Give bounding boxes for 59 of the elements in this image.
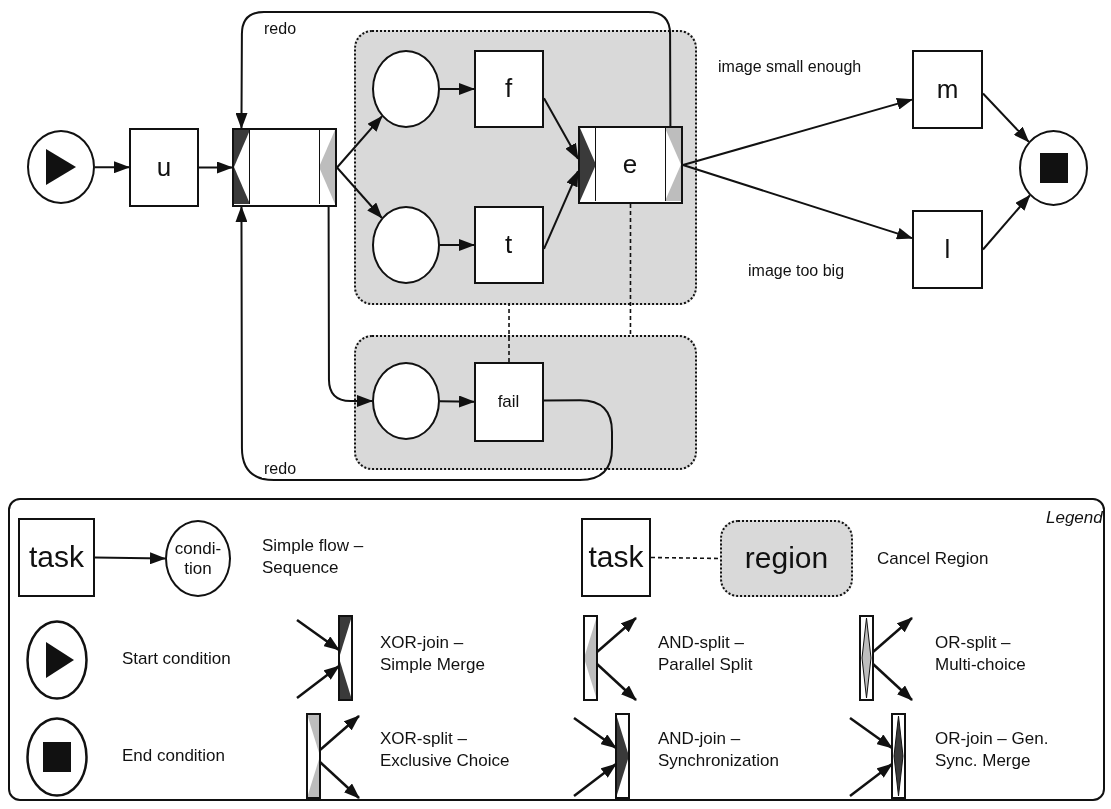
task-label: task <box>588 540 644 575</box>
task-label: e <box>622 149 638 180</box>
arrow <box>235 11 672 129</box>
arrow <box>336 115 383 169</box>
legend-text: XOR-join – Simple Merge <box>380 632 486 677</box>
legend-text: Cancel Region <box>877 548 990 570</box>
cancel-link <box>650 556 721 560</box>
task-box <box>577 125 683 204</box>
task-label: region <box>744 541 829 576</box>
task-box <box>473 361 544 442</box>
arrow <box>543 170 579 250</box>
arrow <box>543 97 579 160</box>
task-box <box>232 128 337 207</box>
cancel-link <box>508 304 510 363</box>
cancel-region <box>720 520 853 597</box>
arrow <box>439 239 475 251</box>
cancel-region <box>354 30 697 305</box>
legend-text: Start condition <box>122 648 232 670</box>
task-label: t <box>504 229 513 260</box>
arrow <box>336 166 383 219</box>
task-box <box>473 205 544 284</box>
arrow <box>94 161 130 174</box>
arrow <box>982 194 1031 251</box>
task-label: fail <box>497 391 520 412</box>
cancel-region <box>354 335 697 470</box>
legend-text: Simple flow – Sequence <box>262 535 365 580</box>
edge-label: image small enough <box>716 58 864 76</box>
task-label: u <box>156 152 172 183</box>
task-label: m <box>936 74 959 105</box>
task-box <box>129 128 199 207</box>
legend-text: OR-join – Gen. Sync. Merge <box>935 728 1050 773</box>
legend-text: XOR-split – Exclusive Choice <box>380 728 511 773</box>
legend-title: Legend <box>1046 508 1103 528</box>
arrow <box>682 98 913 166</box>
task-label: task <box>29 540 84 575</box>
legend-text: AND-join – Synchronization <box>658 728 780 773</box>
cancel-link <box>629 203 632 336</box>
task-box <box>473 49 544 128</box>
arrow <box>682 164 913 240</box>
legend-text: AND-split – Parallel Split <box>658 632 754 677</box>
task-label: f <box>504 73 513 104</box>
task-box <box>581 518 651 597</box>
legend-text: OR-split – Multi-choice <box>935 632 1027 677</box>
arrow <box>439 395 475 408</box>
task-label: condi- tion <box>173 538 223 579</box>
task-box <box>912 210 983 289</box>
arrow <box>982 92 1030 143</box>
end-condition <box>1019 130 1088 206</box>
edge-label: redo <box>262 460 299 478</box>
arrow <box>94 552 166 565</box>
arrow <box>327 206 373 407</box>
edge-label: image too big <box>746 262 847 280</box>
task-box <box>18 518 95 597</box>
task-label: l <box>944 234 951 265</box>
legend-text: End condition <box>122 745 227 767</box>
task-box <box>912 50 983 129</box>
arrow <box>235 206 613 481</box>
arrow <box>439 83 475 95</box>
arrow <box>198 161 233 174</box>
